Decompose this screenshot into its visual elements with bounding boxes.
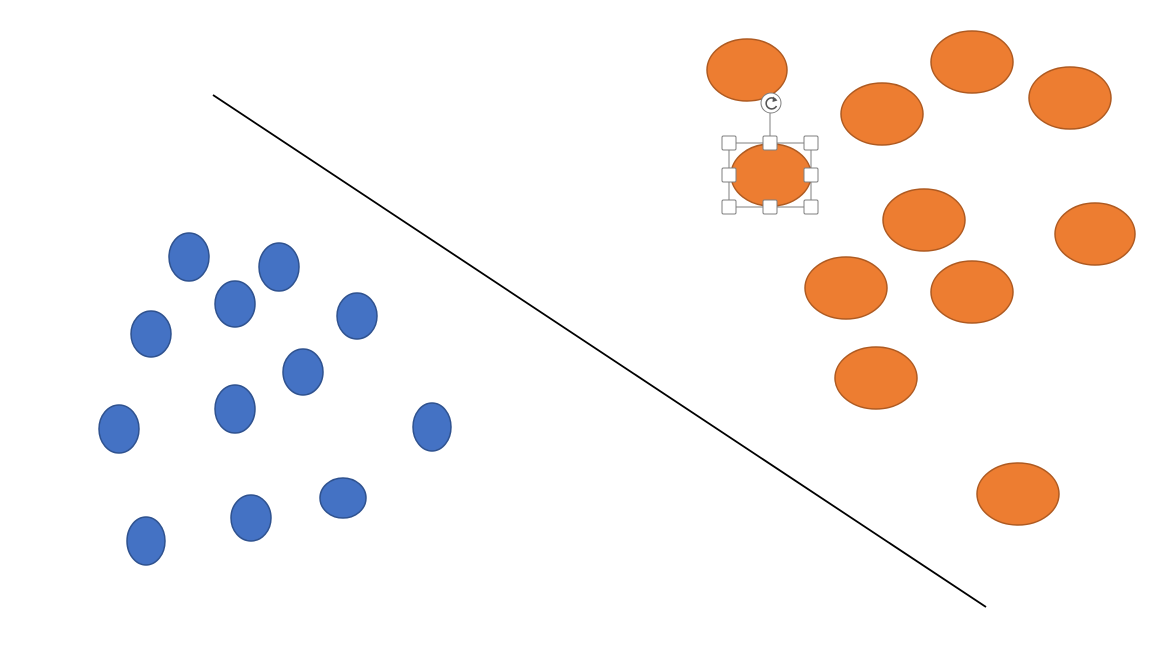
blue-point-10[interactable] <box>319 477 367 519</box>
handle-top-right[interactable] <box>803 135 819 151</box>
blue-point-4[interactable] <box>130 310 172 358</box>
orange-point-10[interactable] <box>834 346 918 410</box>
orange-point-5[interactable] <box>730 143 812 207</box>
rotate-icon[interactable] <box>760 92 782 114</box>
handle-top-center[interactable] <box>762 135 778 151</box>
orange-point-6[interactable] <box>882 188 966 252</box>
blue-point-8[interactable] <box>98 404 140 454</box>
handle-bottom-left[interactable] <box>721 199 737 215</box>
handle-middle-right[interactable] <box>803 167 819 183</box>
orange-point-1[interactable] <box>706 38 788 102</box>
blue-point-12[interactable] <box>126 516 166 566</box>
handle-bottom-right[interactable] <box>803 199 819 215</box>
blue-point-6[interactable] <box>282 348 324 396</box>
selection-frame[interactable] <box>721 92 819 215</box>
handle-bottom-center[interactable] <box>762 199 778 215</box>
blue-points-group <box>98 232 452 566</box>
orange-point-9[interactable] <box>930 260 1014 324</box>
separator-line[interactable] <box>212 94 987 608</box>
orange-point-2[interactable] <box>930 30 1014 94</box>
blue-point-7[interactable] <box>214 384 256 434</box>
blue-point-9[interactable] <box>412 402 452 452</box>
orange-point-4[interactable] <box>1028 66 1112 130</box>
blue-point-11[interactable] <box>230 494 272 542</box>
orange-point-8[interactable] <box>804 256 888 320</box>
orange-point-11[interactable] <box>976 462 1060 526</box>
blue-point-2[interactable] <box>258 242 300 292</box>
blue-point-3[interactable] <box>214 280 256 328</box>
handle-top-left[interactable] <box>721 135 737 151</box>
orange-points-group <box>706 30 1136 526</box>
orange-point-7[interactable] <box>1054 202 1136 266</box>
blue-point-5[interactable] <box>336 292 378 340</box>
handle-middle-left[interactable] <box>721 167 737 183</box>
blue-point-1[interactable] <box>168 232 210 282</box>
orange-point-3[interactable] <box>840 82 924 146</box>
